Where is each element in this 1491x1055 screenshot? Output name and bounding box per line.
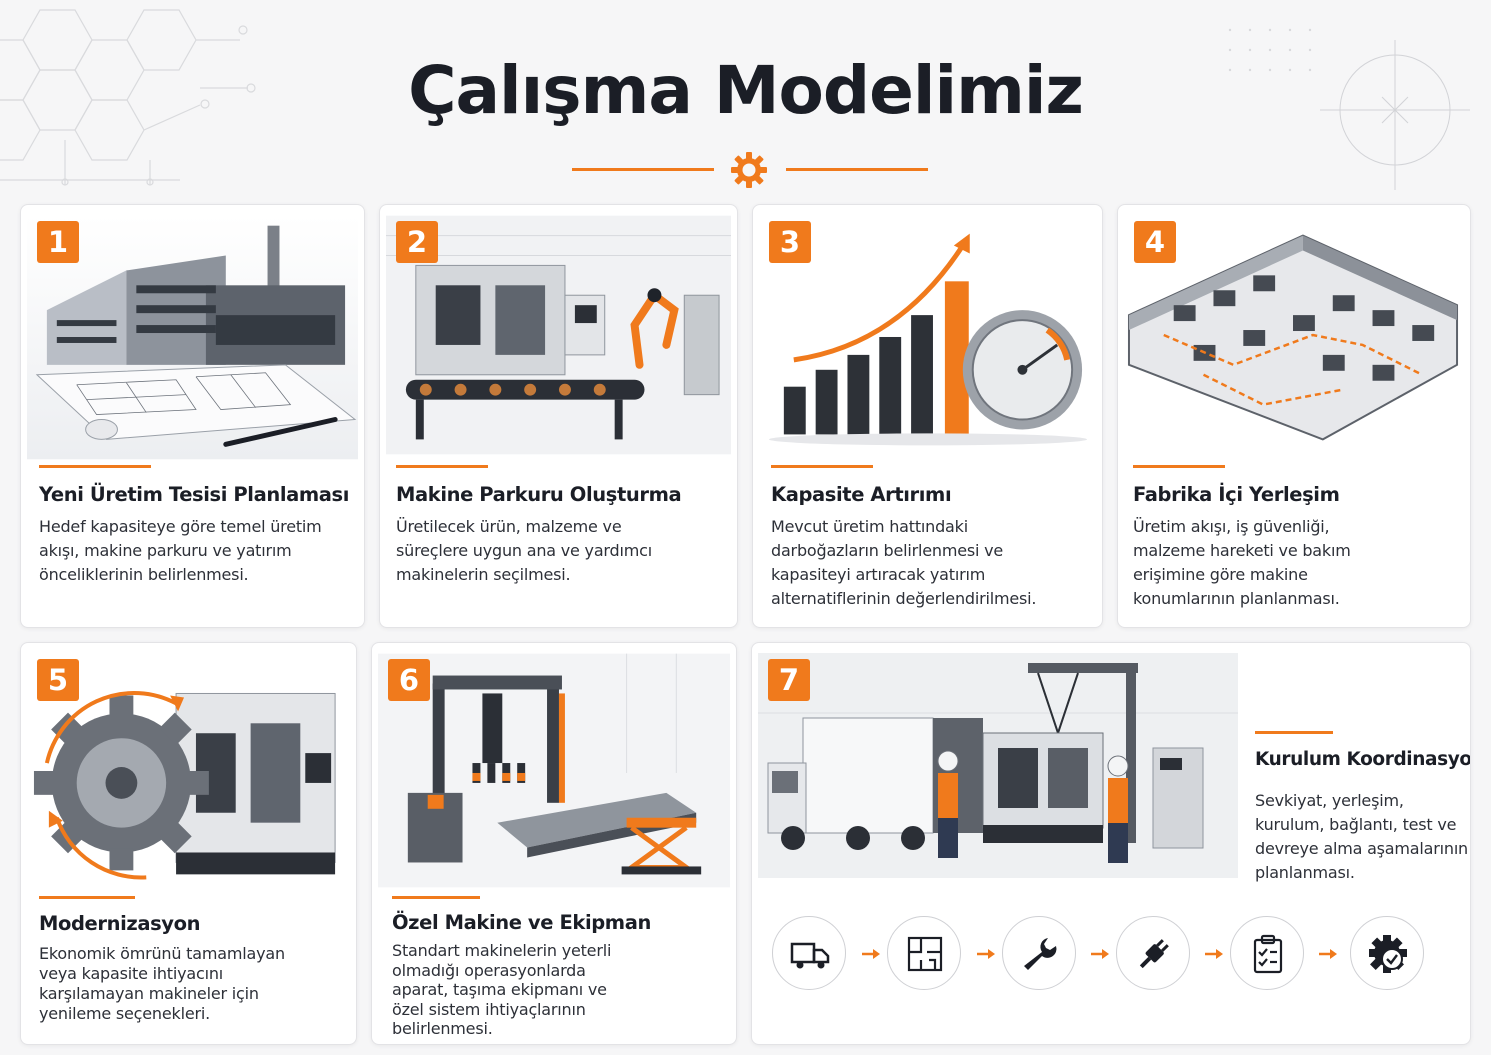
card-accent-underline [1255,731,1333,734]
card-description: Standart makinelerin yeterli olmadığı op… [392,941,612,1038]
step-number-badge: 5 [37,659,79,701]
step-number-badge: 6 [388,659,430,701]
card-special-machine: 6 Özel Makine ve Ekipman Standart makine… [371,642,737,1045]
step-layout-plan [887,916,961,990]
plug-icon [1139,939,1169,969]
step-number-badge: 1 [37,221,79,263]
clipboard-check-icon [1253,934,1283,974]
gear-icon [731,152,767,188]
card-title: Özel Makine ve Ekipman [392,911,651,934]
crosshair-decoration [1320,40,1470,190]
card-new-facility-planning: 1 Yeni Üretim Tesisi Plan [20,204,365,628]
growth-chart-gauge-illustration [759,215,1096,455]
gantry-conveyor-illustration [378,653,730,888]
arrow-right-icon [862,949,880,959]
card-title: Fabrika İçi Yerleşim [1133,483,1340,506]
card-title: Kapasite Artırımı [771,483,952,506]
hexagon-pattern-decoration [0,9,256,186]
title-rule-left [572,168,714,171]
card-modernization: 5 Mode [20,642,357,1045]
step-number-badge: 2 [396,221,438,263]
gear-cnc-modernization-illustration [27,653,350,888]
card-description: Mevcut üretim hattındaki darboğazların b… [771,517,1037,608]
wrench-icon [1024,938,1057,970]
arrow-right-icon [977,949,995,959]
page-title: Çalışma Modelimiz [408,52,1084,129]
step-number-badge: 7 [768,659,810,701]
factory-layout-illustration [1124,215,1464,455]
card-title: Yeni Üretim Tesisi Planlaması [39,483,350,506]
card-description: Üretim akışı, iş güvenliği, malzeme hare… [1133,517,1351,608]
truck-icon [790,942,830,969]
step-clipboard-check [1230,916,1304,990]
layout-plan-icon [907,936,943,972]
arrow-right-icon [1205,949,1223,959]
card-machine-park: 2 Makine Parkuru Oluşturma Üretilecek ür… [379,204,738,628]
step-truck [772,916,846,990]
card-accent-underline [392,896,480,899]
card-installation-coordination: 7 Kurulum Koordinasyonu Sevkiy [751,642,1471,1045]
arrow-right-icon [1091,949,1109,959]
card-description: Hedef kapasiteye göre temel üretim akışı… [39,517,322,584]
step-plug [1116,916,1190,990]
gear-check-icon [1369,935,1407,973]
card-title: Kurulum Koordinasyonu [1255,749,1471,770]
cnc-robot-line-illustration [386,215,731,455]
arrow-right-icon [1319,949,1337,959]
card-accent-underline [771,465,873,468]
card-capacity-increase: 3 Kapasite Artırımı Mevcut üretim hattın… [752,204,1103,628]
dot-grid-decoration [1228,28,1312,72]
step-gear-check [1350,916,1424,990]
card-accent-underline [39,465,151,468]
card-description: Ekonomik ömrünü tamamlayan veya kapasite… [39,944,285,1023]
card-title: Modernizasyon [39,912,201,935]
step-number-badge: 4 [1134,221,1176,263]
card-description: Üretilecek ürün, malzeme ve süreçlere uy… [396,517,652,584]
step-number-badge: 3 [769,221,811,263]
truck-installation-illustration [758,653,1238,878]
card-accent-underline [1133,465,1225,468]
card-description: Sevkiyat, yerleşim, kurulum, bağlantı, t… [1255,791,1469,882]
step-wrench [1002,916,1076,990]
card-factory-layout: 4 Fabrika İçi Yerleşim Üretim akışı, iş … [1117,204,1471,628]
card-accent-underline [39,896,135,899]
title-rule-right [786,168,928,171]
card-accent-underline [396,465,488,468]
factory-blueprint-illustration [27,215,358,460]
card-title: Makine Parkuru Oluşturma [396,483,682,506]
